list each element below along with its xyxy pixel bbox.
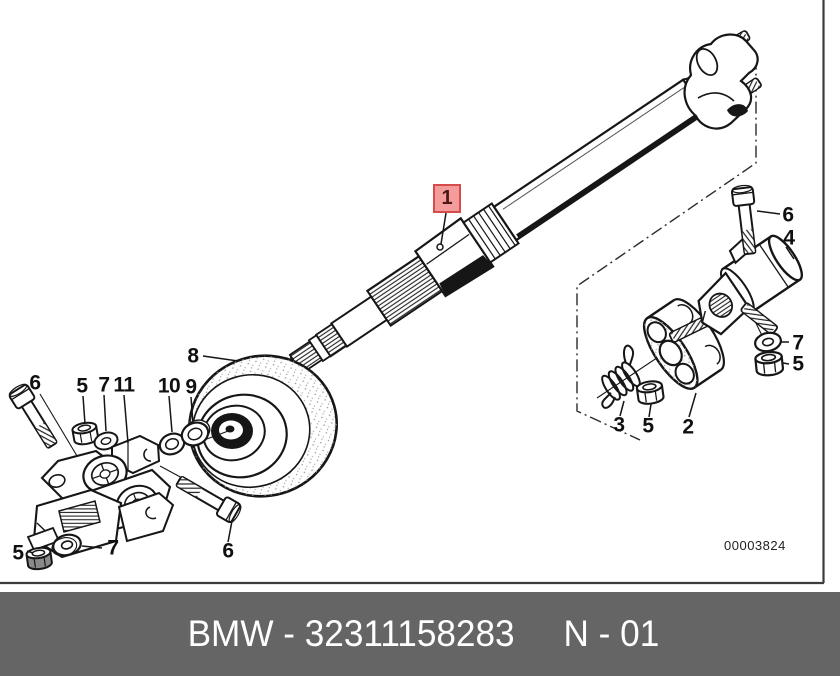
ring-part9: [180, 419, 211, 447]
callout-11-clamp[interactable]: 11: [113, 373, 135, 397]
washer-part7-lower: [51, 533, 82, 557]
hotspot-anchor-dot: [436, 243, 444, 251]
flex-disc-assembly: [601, 183, 803, 409]
footer-bar: BMW - 32311158283 N - 01: [0, 592, 840, 676]
callout-5-nut-upper[interactable]: 5: [76, 374, 88, 398]
callout-2-flex-disc[interactable]: 2: [682, 415, 694, 439]
callout-3-clip[interactable]: 3: [613, 413, 625, 437]
drawing-frame: [0, 0, 825, 585]
leader-lines: [26, 210, 795, 554]
callout-6-bolt-upper-left[interactable]: 6: [29, 371, 41, 395]
callout-6-bolt-right[interactable]: 6: [782, 203, 794, 227]
nut-part5-lower: [24, 545, 54, 572]
callout-10-bushing[interactable]: 10: [157, 374, 181, 398]
callout-4-coupling[interactable]: 4: [783, 226, 795, 250]
lower-universal-joint: [6, 380, 245, 572]
callout-7-washer-upper[interactable]: 7: [98, 373, 110, 397]
callout-5-nut-right[interactable]: 5: [792, 352, 804, 376]
upper-yoke: [683, 29, 763, 130]
callout-5-nut-center[interactable]: 5: [642, 414, 654, 438]
nut-part5-right: [753, 349, 785, 378]
footer-page-code: N - 01: [563, 613, 659, 654]
boot-part8: [187, 354, 339, 498]
callout-8-boot[interactable]: 8: [187, 344, 199, 368]
nut-part5-center: [635, 378, 666, 407]
footer-part-number: BMW - 32311158283: [187, 613, 515, 654]
callout-7-washer-lower[interactable]: 7: [107, 536, 119, 560]
callout-6-bolt-lower[interactable]: 6: [222, 539, 234, 563]
callout-7-washer-right[interactable]: 7: [792, 331, 804, 355]
flex-disc-part2: [642, 298, 725, 390]
callout-9-ring[interactable]: 9: [185, 375, 197, 399]
callout-1-highlighted-hotspot[interactable]: 1: [433, 184, 461, 213]
callout-5-nut-lower-left[interactable]: 5: [12, 541, 24, 565]
drawing-number: 00003824: [724, 538, 786, 553]
